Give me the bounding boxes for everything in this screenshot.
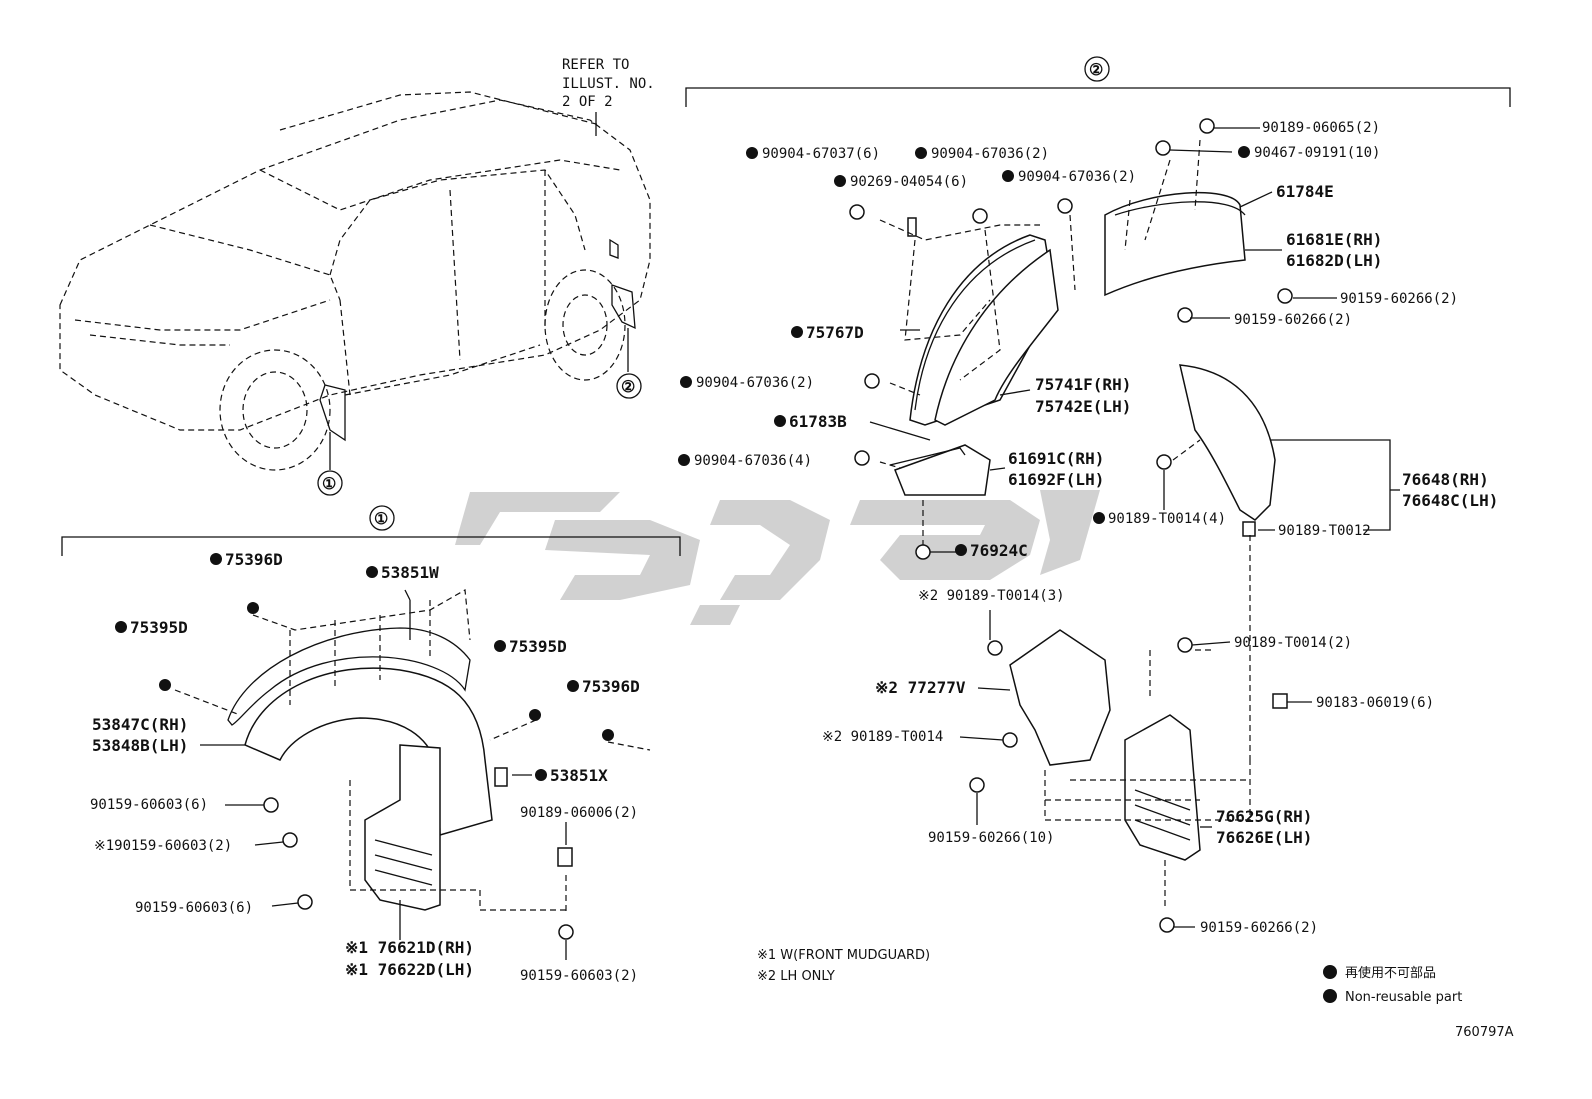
callout-1-vehicle: ① (317, 470, 343, 496)
part-90904-67036-4: 90904-67036(4) (694, 453, 812, 469)
part-53851W: 53851W (381, 563, 439, 582)
svg-text:※2 LH ONLY: ※2 LH ONLY (757, 969, 835, 984)
svg-text:①: ① (374, 509, 388, 528)
svg-text:②: ② (621, 377, 635, 396)
part-90904-67037: 90904-67037(6) (762, 146, 880, 162)
vehicle-overview (59, 91, 651, 471)
part-76622D: ※1 76622D(LH) (345, 960, 474, 979)
footnotes: ※1 W(FRONT MUDGUARD) ※2 LH ONLY (757, 948, 930, 984)
group-1-parts-drawing (159, 589, 651, 960)
part-90159-60266-10: 90159-60266(10) (928, 830, 1054, 846)
group-2-parts-drawing (849, 118, 1400, 933)
part-53847C: 53847C(RH) (92, 715, 188, 734)
part-76648C-lh: 76648C(LH) (1402, 491, 1498, 510)
legend: 再使用不可部品 Non-reusable part (1323, 965, 1462, 1005)
part-61692F: 61692F(LH) (1008, 470, 1104, 489)
watermark-logo (455, 490, 1100, 625)
illustration-id: 760797A (1455, 1025, 1514, 1040)
part-90159-60603-2b: 90159-60603(2) (520, 968, 638, 984)
part-90904-67036-2b: 90904-67036(2) (1018, 169, 1136, 185)
part-90189-06006: 90189-06006(2) (520, 805, 638, 821)
legend-dot-icon (1323, 989, 1337, 1003)
part-61681E: 61681E(RH) (1286, 230, 1382, 249)
part-90467-09191: 90467-09191(10) (1254, 145, 1380, 161)
part-90189-T0014-x: ※2 90189-T0014 (822, 729, 943, 745)
callout-2-vehicle: ② (616, 373, 642, 399)
part-75395D-a: 75395D (130, 618, 188, 637)
svg-text:Non-reusable part: Non-reusable part (1345, 990, 1462, 1005)
part-90269-04054: 90269-04054(6) (850, 174, 968, 190)
part-61691C: 61691C(RH) (1008, 449, 1104, 468)
part-53851X: 53851X (550, 766, 608, 785)
part-75395D-b: 75395D (509, 637, 567, 656)
part-76924C: 76924C (970, 541, 1028, 560)
part-61783B: 61783B (789, 412, 847, 431)
part-61682D: 61682D(LH) (1286, 251, 1382, 270)
legend-dot-icon (1323, 965, 1337, 979)
group-2-bracket: ② (685, 56, 1511, 107)
part-76621D: ※1 76621D(RH) (345, 938, 474, 957)
part-90189-T0014-4: 90189-T0014(4) (1108, 511, 1226, 527)
group-2-labels: 90904-67037(6) 90904-67036(2) 90269-0405… (678, 120, 1498, 936)
part-90189-06065: 90189-06065(2) (1262, 120, 1380, 136)
part-90159-60266-2c: 90159-60266(2) (1200, 920, 1318, 936)
part-77277V: ※2 77277V (875, 678, 966, 697)
part-75396D-b: 75396D (582, 677, 640, 696)
part-76625G: 76625G(RH) (1216, 807, 1312, 826)
svg-text:2 OF 2: 2 OF 2 (562, 94, 613, 110)
part-90904-67036-2a: 90904-67036(2) (931, 146, 1049, 162)
part-90189-T0014-2: 90189-T0014(2) (1234, 635, 1352, 651)
part-90159-60603-6b: 90159-60603(6) (135, 900, 253, 916)
part-90159-60266-2a: 90159-60266(2) (1340, 291, 1458, 307)
part-90159-60266-2b: 90159-60266(2) (1234, 312, 1352, 328)
svg-text:再使用不可部品: 再使用不可部品 (1345, 965, 1436, 981)
part-90159-60603-2a: ※190159-60603(2) (94, 838, 232, 854)
group-1-labels: 75396D 53851W 75395D 75395D 75396D 53847… (90, 550, 640, 984)
part-76626E: 76626E(LH) (1216, 828, 1312, 847)
part-75742E: 75742E(LH) (1035, 397, 1131, 416)
part-90189-T0014-3: ※2 90189-T0014(3) (918, 588, 1065, 604)
svg-text:REFER TO: REFER TO (562, 57, 629, 73)
part-76648-rh: 76648(RH) (1402, 470, 1489, 489)
part-53848B: 53848B(LH) (92, 736, 188, 755)
part-90904-67036-2c: 90904-67036(2) (696, 375, 814, 391)
group-1-bracket: ① (61, 505, 681, 556)
svg-text:ILLUST. NO.: ILLUST. NO. (562, 76, 655, 92)
svg-text:①: ① (322, 474, 336, 493)
part-75396D-a: 75396D (225, 550, 283, 569)
refer-note: REFER TO ILLUST. NO. 2 OF 2 (562, 57, 655, 110)
part-90189-T0012: 90189-T0012 (1278, 523, 1371, 539)
part-75741F: 75741F(RH) (1035, 375, 1131, 394)
part-61784E: 61784E (1276, 182, 1334, 201)
svg-text:②: ② (1089, 60, 1103, 79)
part-90183-06019: 90183-06019(6) (1316, 695, 1434, 711)
part-75767D: 75767D (806, 323, 864, 342)
svg-text:※1 W(FRONT MUDGUARD): ※1 W(FRONT MUDGUARD) (757, 948, 930, 963)
part-90159-60603-6a: 90159-60603(6) (90, 797, 208, 813)
